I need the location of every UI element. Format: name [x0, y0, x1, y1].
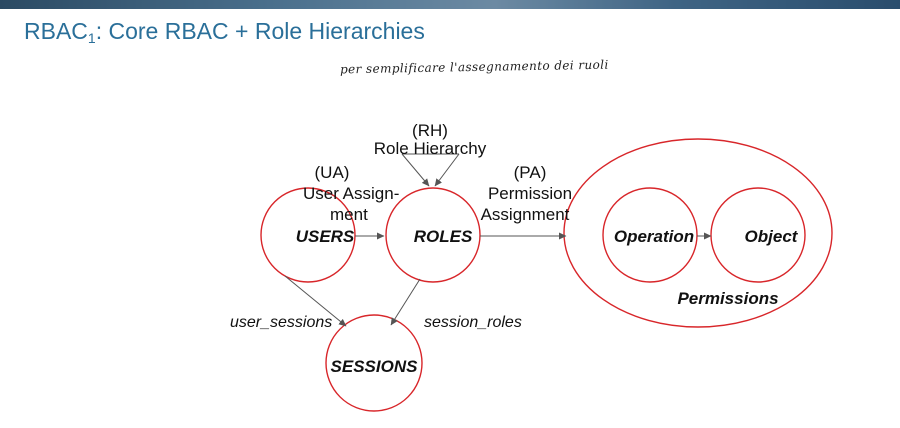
- ua-label-line1: User Assign-: [303, 184, 399, 203]
- users-label: USERS: [296, 227, 355, 246]
- user-sessions-label: user_sessions: [230, 314, 332, 331]
- rh-abbr-label: (RH): [412, 121, 448, 140]
- rh-arrow-right: [434, 153, 460, 187]
- pa-abbr-label: (PA): [514, 163, 547, 182]
- session-roles-arrow: [390, 278, 421, 326]
- pa-label-line1: Permission: [488, 184, 572, 203]
- operation-circle: [602, 187, 698, 283]
- users-circle: [260, 187, 356, 283]
- sessions-circle: [325, 314, 423, 412]
- user-sessions-arrow: [284, 275, 347, 327]
- rh-arrow-left: [401, 153, 430, 187]
- operation-label: Operation: [614, 227, 694, 246]
- permissions-label: Permissions: [677, 289, 778, 308]
- rh-label: Role Hierarchy: [374, 139, 487, 158]
- pa-label-line2: Assignment: [481, 205, 570, 224]
- sessions-label: SESSIONS: [331, 357, 419, 376]
- roles-label: ROLES: [414, 227, 473, 246]
- ua-abbr-label: (UA): [315, 163, 350, 182]
- object-label: Object: [745, 227, 799, 246]
- roles-circle: [385, 187, 481, 283]
- ua-label-line2: ment: [330, 205, 368, 224]
- slide-title: RBAC1: Core RBAC + Role Hierarchies: [24, 18, 425, 46]
- session-roles-label: session_roles: [424, 314, 522, 331]
- top-banner: [0, 0, 900, 9]
